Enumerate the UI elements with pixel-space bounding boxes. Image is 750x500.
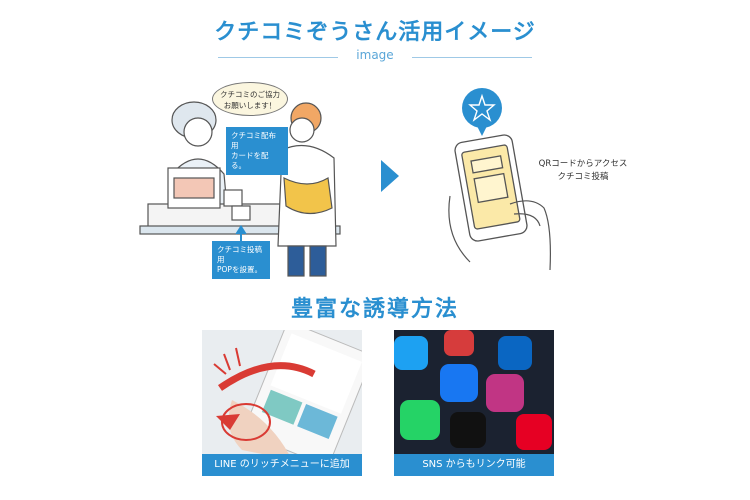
sns-method-label: SNS からもリンク可能: [394, 454, 554, 476]
phone-illustration: [448, 88, 551, 271]
pop-stand: [231, 205, 251, 248]
smartphone-icon: [454, 134, 528, 242]
sns-method-card: SNS からもリンク可能: [394, 330, 554, 476]
customer-figure: [277, 102, 337, 277]
line-phone-photo: [202, 330, 362, 476]
instagram-icon: [486, 374, 524, 412]
sns-apps-photo: [394, 330, 554, 476]
line-method-label: LINE のリッチメニューに追加: [202, 454, 362, 476]
pop-setup-tag: クチコミ投稿用 POPを設置。: [212, 241, 270, 279]
pinterest-icon: [516, 414, 552, 450]
subtitle-rule-right: [412, 57, 532, 58]
whatsapp-icon: [400, 400, 440, 440]
subtitle-row: image: [0, 48, 750, 66]
subtitle: image: [356, 48, 394, 62]
star-bubble-icon: [462, 88, 502, 136]
hand-icon: [448, 195, 551, 271]
tiktok-icon: [450, 412, 486, 448]
card-distribution-tag: クチコミ配布用 カードを配る。: [226, 127, 288, 175]
flow-arrow-icon: [381, 160, 399, 192]
shop-counter-illustration: [139, 101, 341, 277]
app-icon-red: [444, 330, 474, 356]
speech-bubble-text: クチコミのご協力 お願いします！: [220, 90, 280, 110]
page-title: クチコミぞうさん活用イメージ: [214, 20, 536, 45]
line-method-card: LINE のリッチメニューに追加: [202, 330, 362, 476]
linkedin-icon: [498, 336, 532, 370]
qr-caption-line2: クチコミ投稿: [557, 172, 609, 182]
twitter-icon: [394, 336, 428, 370]
qr-caption-line1: QRコードからアクセス: [538, 159, 628, 169]
pop-setup-text: クチコミ投稿用 POPを設置。: [217, 245, 262, 274]
methods-heading: 豊富な誘導方法: [290, 297, 459, 322]
facebook-icon: [440, 364, 478, 402]
card-distribution-text: クチコミ配布用 カードを配る。: [231, 131, 276, 170]
speech-bubble: クチコミのご協力 お願いします！: [212, 82, 288, 116]
subtitle-rule-left: [218, 57, 338, 58]
qr-caption: QRコードからアクセス クチコミ投稿: [528, 158, 638, 184]
